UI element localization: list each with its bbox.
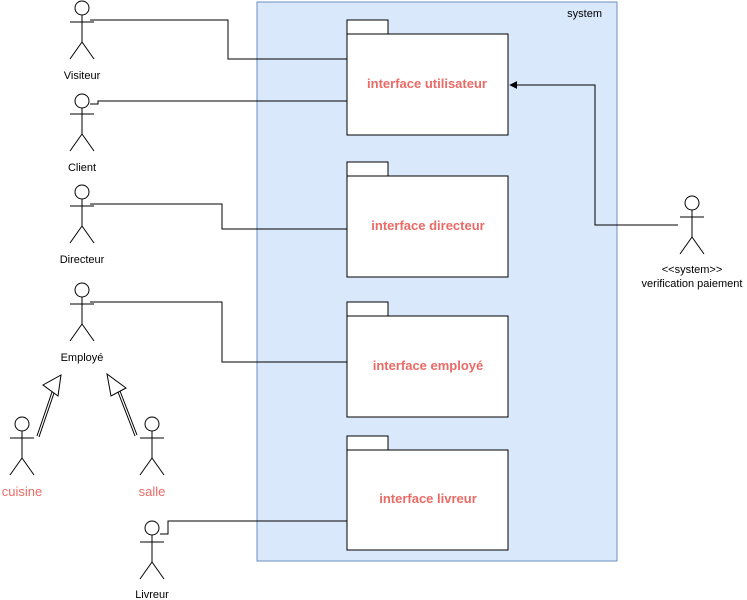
- package-tab: [346, 19, 389, 35]
- generalization-salle: [106, 372, 138, 437]
- actor-client-label: Client: [68, 162, 96, 174]
- package-interface-livreur[interactable]: interface livreur: [346, 435, 509, 551]
- connector-livreur: [160, 520, 347, 535]
- package-label: interface utilisateur: [367, 76, 487, 91]
- package-interface-employe[interactable]: interface employé: [346, 301, 509, 418]
- package-body: [346, 315, 509, 418]
- actor-employe[interactable]: [69, 282, 95, 342]
- actor-salle-label: salle: [139, 484, 166, 499]
- actor-client[interactable]: [69, 93, 95, 152]
- actor-livreur[interactable]: [139, 520, 165, 580]
- package-interface-directeur[interactable]: interface directeur: [346, 161, 509, 278]
- package-interface-utilisateur[interactable]: interface utilisateur: [346, 19, 509, 136]
- actor-paiement-stereotype: <<system>>: [662, 264, 723, 276]
- connector-client: [90, 100, 347, 105]
- actor-verification-paiement[interactable]: [679, 195, 705, 255]
- actor-paiement-label: verification paiement: [642, 278, 743, 290]
- actor-employe-label: Employé: [61, 352, 104, 364]
- actor-salle[interactable]: [139, 416, 165, 476]
- package-body: [346, 33, 509, 136]
- actor-visiteur[interactable]: [69, 0, 95, 60]
- package-tab: [346, 301, 389, 317]
- package-tab: [346, 161, 389, 177]
- actor-cuisine[interactable]: [9, 416, 35, 476]
- actor-livreur-label: Livreur: [135, 589, 169, 600]
- actor-visiteur-label: Visiteur: [64, 70, 101, 82]
- generalization-cuisine: [36, 374, 62, 438]
- package-tab: [346, 435, 389, 451]
- connector-directeur: [90, 203, 347, 230]
- package-body: [346, 175, 509, 278]
- package-body: [346, 449, 509, 551]
- connector-employe: [90, 301, 347, 363]
- package-label: interface livreur: [379, 491, 477, 506]
- package-label: interface directeur: [371, 218, 484, 233]
- actor-directeur-label: Directeur: [60, 254, 105, 266]
- actor-cuisine-label: cuisine: [2, 484, 42, 499]
- connector-paiement: [509, 81, 678, 226]
- package-label: interface employé: [373, 358, 484, 373]
- actor-directeur[interactable]: [69, 184, 95, 244]
- system-label: system: [567, 8, 602, 20]
- connector-visiteur: [90, 19, 347, 60]
